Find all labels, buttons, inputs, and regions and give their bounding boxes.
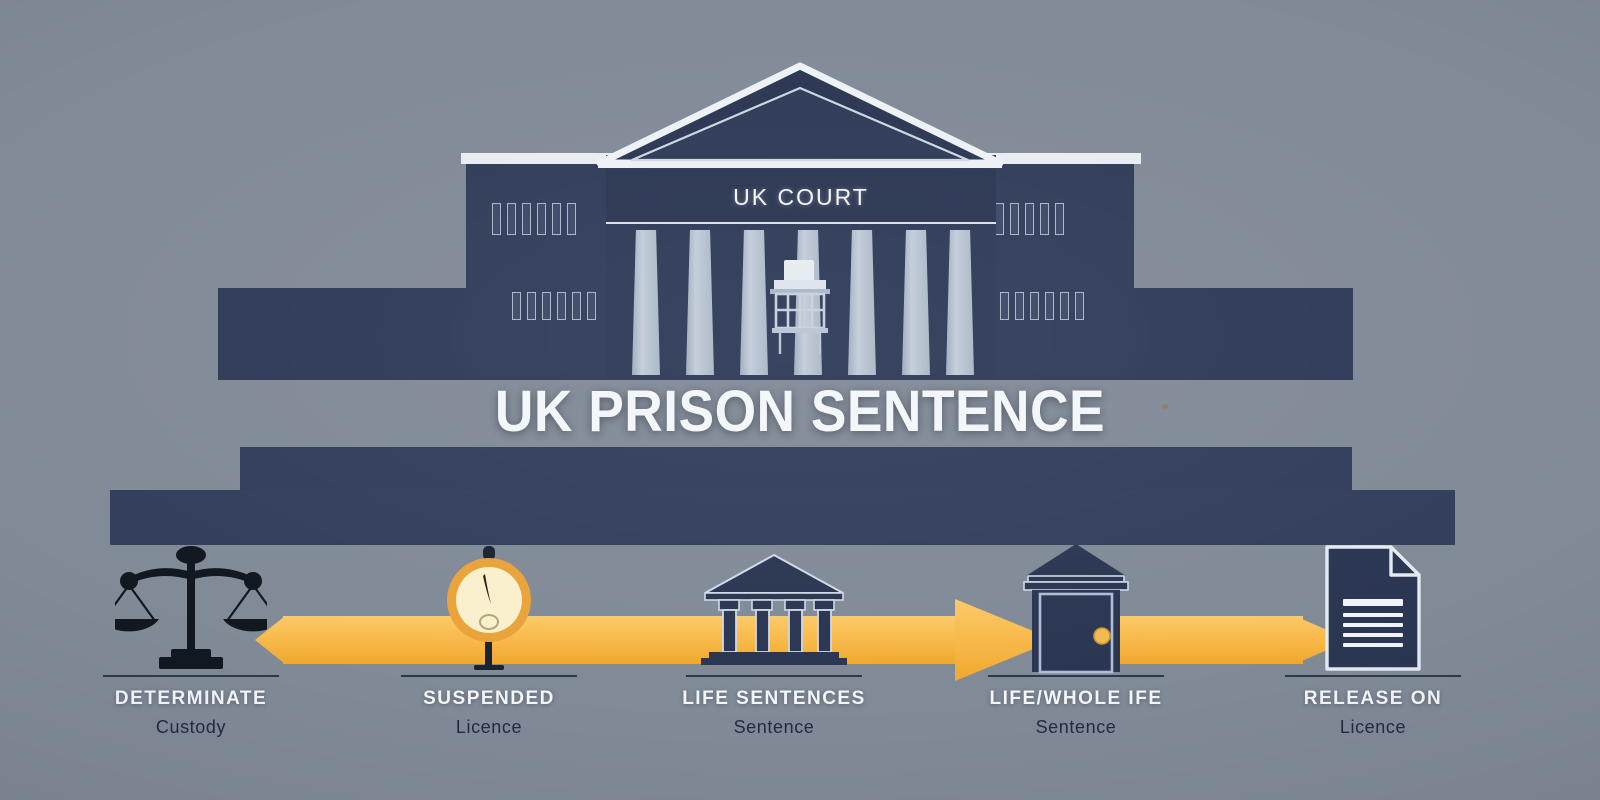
- stage-divider: [988, 675, 1164, 677]
- stage-sublabel: Sentence: [1035, 716, 1117, 737]
- courthouse-column: [902, 230, 930, 375]
- prison-door-icon: [1018, 542, 1134, 679]
- window-group-left-lower: [512, 292, 596, 320]
- stage-label: LIFE SENTENCES: [682, 688, 866, 709]
- stage-label: DETERMINATE: [114, 688, 268, 709]
- court-sign-text: UK COURT: [733, 184, 869, 210]
- stage-sublabel: Licence: [455, 716, 523, 737]
- stage-label: LIFE/WHOLE IFE: [989, 688, 1163, 709]
- timeline-stage-whole-life: LIFE/WHOLE IFE Sentence: [961, 542, 1191, 738]
- courthouse-illustration: UK COURT: [110, 62, 1455, 545]
- document-icon: [1321, 543, 1425, 678]
- stage-label: RELEASE ON: [1303, 688, 1443, 709]
- stage-sublabel: Custody: [155, 716, 227, 737]
- courthouse-column: [740, 230, 768, 375]
- title-band-lower: [110, 490, 1455, 545]
- courthouse-column: [848, 230, 876, 375]
- timeline-stage-determinate: DETERMINATE Custody: [76, 545, 306, 738]
- timeline-stage-life-sentences: LIFE SENTENCES Sentence: [659, 545, 889, 738]
- courthouse-left-wing-cap: [461, 153, 653, 164]
- timeline-stage-suspended: SUSPENDED Licence: [374, 545, 604, 738]
- page-title: UK PRISON SENTENCE: [494, 379, 1106, 444]
- courthouse-column: [946, 230, 974, 375]
- pocket-watch-icon: [441, 544, 537, 677]
- stage-divider: [103, 675, 279, 677]
- courthouse-entablature: [606, 170, 996, 224]
- stage-label: SUSPENDED: [423, 688, 555, 709]
- courthouse-pediment-icon: [596, 62, 1004, 167]
- stage-sublabel: Licence: [1339, 716, 1407, 737]
- courthouse-icon: [699, 549, 849, 672]
- dust-speck: [1162, 404, 1168, 409]
- scales-of-justice-icon: [99, 545, 283, 676]
- courthouse-column: [686, 230, 714, 375]
- stage-divider: [1285, 675, 1461, 677]
- sentence-timeline: DETERMINATE Custody: [0, 542, 1600, 800]
- courthouse-column: [632, 230, 660, 375]
- courthouse-right-wing-cap: [949, 153, 1141, 164]
- window-group-left-upper: [492, 203, 576, 235]
- courthouse-column: [794, 230, 822, 375]
- window-group-right-lower: [1000, 292, 1084, 320]
- judge-bench-icon: [770, 260, 830, 354]
- timeline-stage-release-on-licence: RELEASE ON Licence: [1258, 543, 1488, 738]
- stage-divider: [686, 675, 862, 677]
- stage-sublabel: Sentence: [733, 716, 815, 737]
- stage-divider: [401, 675, 577, 677]
